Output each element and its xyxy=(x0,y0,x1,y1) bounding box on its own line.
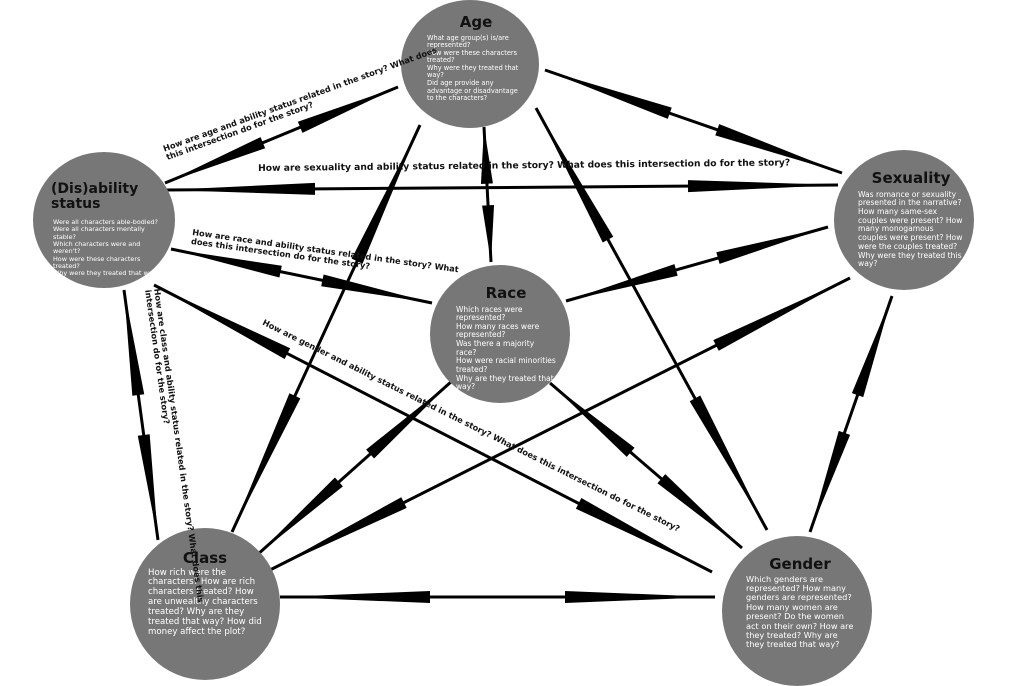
arrow-head xyxy=(566,264,678,301)
arrow-head xyxy=(232,393,301,532)
arrow-head xyxy=(575,498,712,572)
arrow-head xyxy=(270,497,407,570)
arrow-age-gender xyxy=(534,107,769,531)
arrow-head xyxy=(124,290,145,396)
node-sexuality: Sexuality Was romance or sexuality prese… xyxy=(834,150,974,290)
arrow-head xyxy=(366,381,452,459)
arrow-race-disability xyxy=(170,247,433,305)
arrow-race-class xyxy=(256,379,453,557)
arrow-sexuality-disability xyxy=(164,180,839,195)
node-gender-questions: Which genders are represented? How many … xyxy=(746,573,854,650)
arrow-head xyxy=(154,285,291,359)
connection-arrows xyxy=(122,68,894,603)
arrow-head xyxy=(137,434,158,540)
arrow-head xyxy=(165,137,266,183)
node-sexuality-title: Sexuality xyxy=(871,169,951,187)
arrow-head xyxy=(716,227,828,264)
arrow-race-sexuality xyxy=(565,225,829,303)
node-disability-questions: Were all characters able-bodied? Were al… xyxy=(53,217,160,278)
node-class-questions: How rich were the characters? How are ri… xyxy=(148,567,262,637)
arrow-head xyxy=(851,296,892,398)
arrow-head xyxy=(545,70,672,119)
arrow-race-gender xyxy=(549,381,743,550)
node-sexuality-questions: Was romance or sexuality presented in th… xyxy=(858,189,963,269)
arrow-head xyxy=(550,383,635,457)
arrow-age-race xyxy=(480,126,495,263)
arrow-class-gender xyxy=(280,591,715,603)
arrow-head xyxy=(257,477,343,555)
node-age-title: Age xyxy=(459,13,493,31)
arrow-head xyxy=(536,108,614,243)
node-gender: Gender Which genders are represented? Ho… xyxy=(722,536,872,686)
node-gender-title: Gender xyxy=(769,555,831,573)
arrow-head xyxy=(482,204,495,262)
arrow-class-sexuality xyxy=(269,276,851,572)
node-class-title: Class xyxy=(182,549,228,567)
arrow-head xyxy=(810,430,851,532)
arrow-class-disability xyxy=(122,289,160,541)
node-class: Class How rich were the characters? How … xyxy=(130,528,280,680)
node-disability: (Dis)ability status Were all characters … xyxy=(33,152,175,288)
arrow-head xyxy=(689,395,767,530)
arrow-gender-sexuality xyxy=(808,295,894,533)
arrow-age-sexuality xyxy=(544,68,843,175)
arrow-head xyxy=(321,274,432,303)
node-disability-title: (Dis)ability status xyxy=(51,181,139,213)
node-race-title: Race xyxy=(485,284,527,302)
arrow-head xyxy=(297,87,398,133)
arrow-gender-disability xyxy=(153,283,713,574)
arrow-age-class xyxy=(230,124,422,533)
arrow-head xyxy=(351,125,420,264)
arrow-age-disability xyxy=(164,85,399,185)
node-age: Age What age group(s) is/are represented… xyxy=(401,0,539,128)
arrow-head xyxy=(280,591,430,603)
arrow-head xyxy=(165,182,316,195)
arrow-head xyxy=(480,127,493,185)
arrow-head xyxy=(713,278,850,351)
node-race-questions: Which races were represented? How many r… xyxy=(456,304,556,392)
arrow-head xyxy=(657,474,742,548)
arrow-head xyxy=(687,180,838,193)
node-age-questions: What age group(s) is/are represented? Ho… xyxy=(427,33,519,103)
node-race: Race Which races were represented? How m… xyxy=(430,265,570,403)
arrow-head xyxy=(171,249,282,278)
arrow-head xyxy=(715,124,842,173)
arrow-head xyxy=(565,591,715,603)
